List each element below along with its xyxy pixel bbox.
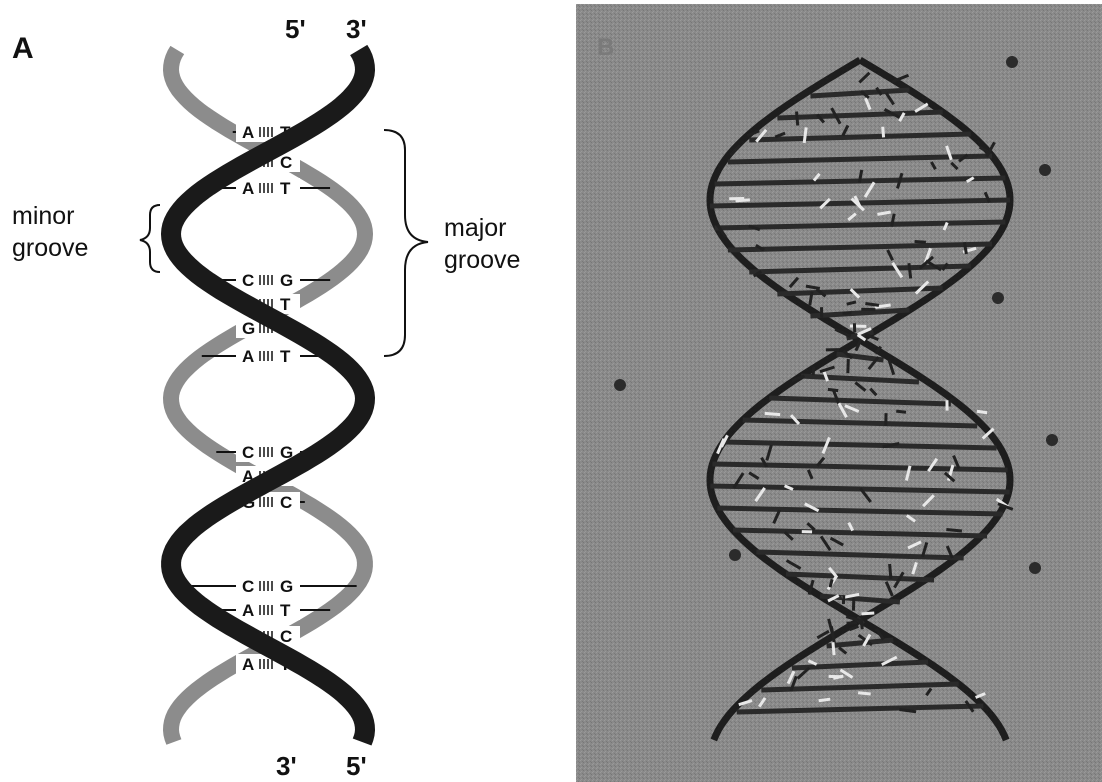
- base-letter-right: G: [280, 577, 293, 596]
- base-letter-left: C: [242, 271, 254, 290]
- end-label-top-3prime: 3': [346, 14, 367, 44]
- end-label-top-5prime: 5': [285, 14, 306, 44]
- base-letter-left: A: [242, 123, 254, 142]
- base-letter-right: C: [280, 493, 292, 512]
- base-letter-left: A: [242, 655, 254, 674]
- base-letter-right: C: [280, 153, 292, 172]
- model-ion-sphere: [1029, 562, 1041, 574]
- major-groove-label-line1: major: [444, 214, 507, 242]
- minor-groove-brace: [140, 205, 160, 272]
- model-atom-bond: [964, 242, 966, 254]
- base-letter-left: A: [242, 601, 254, 620]
- base-letter-right: G: [280, 271, 293, 290]
- model-atom-bond: [909, 263, 911, 278]
- panel-b-molecular-model: B: [576, 4, 1102, 782]
- panel-a-double-helix: A 5' 3' 3' 5' ATGCATCGATGCATCGATGCCGATGC…: [12, 14, 520, 781]
- model-atom-bond: [946, 529, 962, 531]
- minor-groove-label-line2: groove: [12, 234, 88, 262]
- model-atom-bond: [797, 111, 798, 125]
- base-letter-right: T: [280, 601, 291, 620]
- model-ion-sphere: [1006, 56, 1018, 68]
- base-letter-right: T: [280, 179, 291, 198]
- base-letter-right: T: [280, 295, 291, 314]
- model-ion-sphere: [992, 292, 1004, 304]
- base-letter-right: T: [280, 347, 291, 366]
- base-letter-left: G: [242, 319, 255, 338]
- model-ion-sphere: [1046, 434, 1058, 446]
- major-groove-label-line2: groove: [444, 246, 520, 274]
- model-atom-bond: [830, 579, 832, 587]
- model-atom-bond: [883, 127, 884, 138]
- panel-b-letter: B: [597, 34, 614, 61]
- model-atom-bond: [828, 389, 838, 390]
- base-letter-left: A: [242, 347, 254, 366]
- model-atom-bond: [765, 413, 780, 414]
- base-letter-left: C: [242, 577, 254, 596]
- model-ion-sphere: [614, 379, 626, 391]
- end-label-bottom-5prime: 5': [346, 751, 367, 781]
- major-groove-brace: [384, 130, 428, 356]
- model-ion-sphere: [729, 549, 741, 561]
- model-atom-bond: [858, 693, 871, 694]
- model-atom-bond: [736, 200, 750, 201]
- model-atom-bond: [862, 613, 875, 614]
- model-atom-bond: [865, 303, 879, 305]
- model-atom-bond: [819, 699, 831, 701]
- model-atom-bond: [915, 242, 926, 243]
- model-atom-bond: [833, 642, 834, 655]
- base-letter-left: C: [242, 443, 254, 462]
- model-atom-bond: [804, 127, 806, 143]
- minor-groove-label-line1: minor: [12, 202, 75, 230]
- panel-a-letter: A: [12, 32, 34, 65]
- model-atom-bond: [890, 564, 891, 579]
- model-atom-bond: [977, 411, 987, 412]
- model-atom-bond: [896, 411, 906, 412]
- helix-strand-front: [171, 50, 365, 742]
- base-letter-left: A: [242, 179, 254, 198]
- end-label-bottom-3prime: 3': [276, 751, 297, 781]
- model-ion-sphere: [1039, 164, 1051, 176]
